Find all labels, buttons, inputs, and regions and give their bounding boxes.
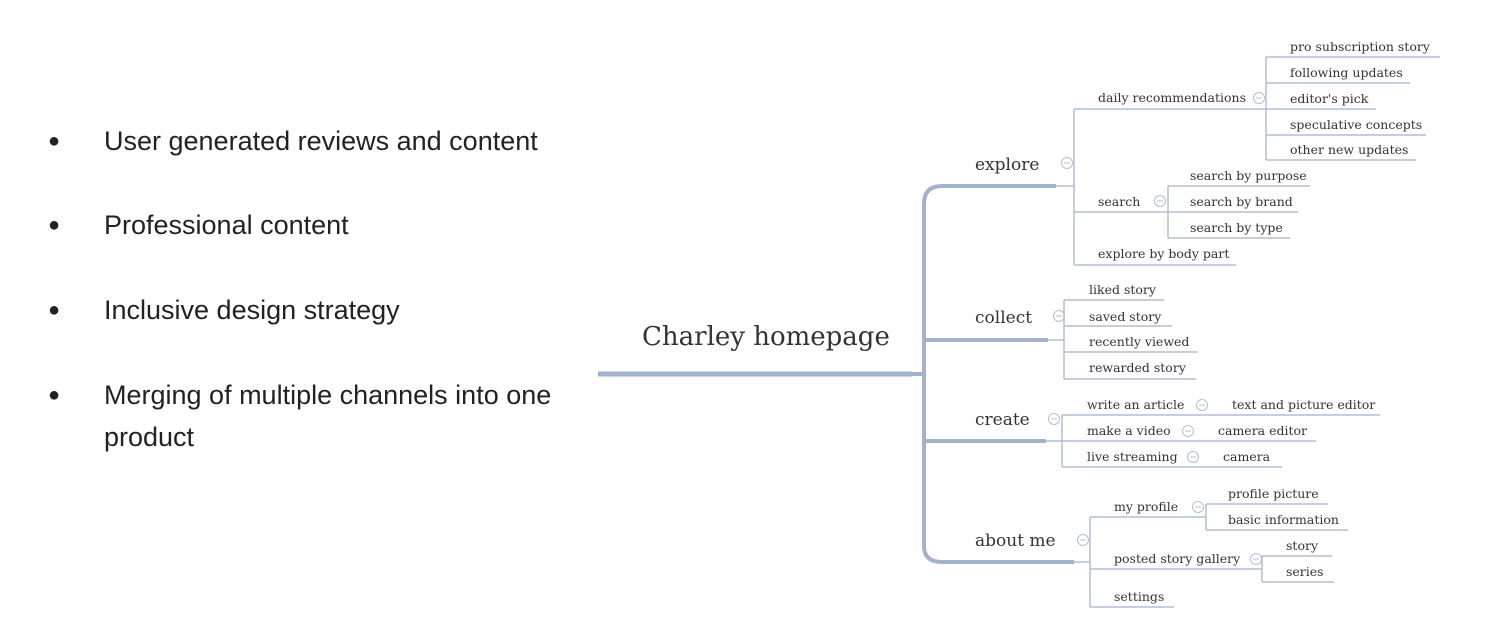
node-collect: collect: [975, 308, 1032, 328]
node-profile-picture: profile picture: [1228, 486, 1319, 501]
bullet-item: ● Inclusive design strategy: [40, 289, 560, 331]
node-settings: settings: [1114, 589, 1164, 604]
root-node-label: Charley homepage: [642, 322, 890, 352]
collapse-icon[interactable]: [1253, 92, 1265, 104]
node-search-by-type: search by type: [1190, 220, 1283, 235]
collapse-icon[interactable]: [1154, 195, 1166, 207]
bullet-item: ● User generated reviews and content: [40, 120, 560, 162]
collapse-icon[interactable]: [1196, 399, 1208, 411]
node-explore: explore: [975, 155, 1039, 175]
bullet-item: ● Professional content: [40, 204, 560, 246]
node-editors-pick: editor's pick: [1290, 91, 1369, 106]
node-liked-story: liked story: [1089, 282, 1157, 297]
node-search-by-brand: search by brand: [1190, 194, 1293, 209]
node-live-streaming: live streaming: [1087, 449, 1178, 464]
node-text-and-picture-editor: text and picture editor: [1232, 397, 1375, 412]
node-camera-editor: camera editor: [1218, 423, 1307, 438]
node-explore-by-body-part: explore by body part: [1098, 246, 1229, 261]
bullet-dot-icon: ●: [48, 384, 61, 406]
bullet-dot-icon: ●: [48, 299, 61, 321]
node-basic-information: basic information: [1228, 512, 1339, 527]
node-following-updates: following updates: [1290, 65, 1403, 80]
node-about-me: about me: [975, 531, 1056, 551]
bullet-text: Merging of multiple channels into one pr…: [104, 380, 552, 452]
collapse-icon[interactable]: [1061, 157, 1073, 169]
node-rewarded-story: rewarded story: [1089, 360, 1187, 375]
collapse-icon[interactable]: [1250, 553, 1262, 565]
bullet-text: Professional content: [104, 210, 349, 240]
node-speculative-concepts: speculative concepts: [1290, 117, 1422, 132]
node-create: create: [975, 410, 1030, 430]
collapse-icon[interactable]: [1192, 501, 1204, 513]
node-story: story: [1286, 538, 1319, 553]
bullet-dot-icon: ●: [48, 130, 61, 152]
node-search: search: [1098, 194, 1140, 209]
node-daily-recommendations: daily recommendations: [1098, 90, 1246, 105]
node-series: series: [1286, 564, 1324, 579]
bullet-item: ● Merging of multiple channels into one …: [40, 374, 560, 458]
node-camera: camera: [1223, 449, 1271, 464]
node-recently-viewed: recently viewed: [1089, 334, 1189, 349]
bullet-list: ● User generated reviews and content ● P…: [40, 100, 560, 458]
bullet-dot-icon: ●: [48, 214, 61, 236]
node-posted-story-gallery: posted story gallery: [1114, 551, 1241, 566]
node-my-profile: my profile: [1114, 499, 1178, 514]
collapse-icon[interactable]: [1187, 451, 1199, 463]
node-write-an-article: write an article: [1087, 397, 1184, 412]
collapse-icon[interactable]: [1077, 534, 1089, 546]
node-saved-story: saved story: [1089, 309, 1162, 324]
node-pro-subscription-story: pro subscription story: [1290, 39, 1431, 54]
bullet-text: Inclusive design strategy: [104, 295, 400, 325]
node-search-by-purpose: search by purpose: [1190, 168, 1307, 183]
collapse-icon[interactable]: [1053, 310, 1065, 322]
node-make-a-video: make a video: [1087, 423, 1171, 438]
collapse-icon[interactable]: [1048, 413, 1060, 425]
node-other-new-updates: other new updates: [1290, 142, 1408, 157]
bullet-text: User generated reviews and content: [104, 126, 538, 156]
collapse-icon[interactable]: [1182, 425, 1194, 437]
mindmap-connectors: [598, 56, 1440, 608]
